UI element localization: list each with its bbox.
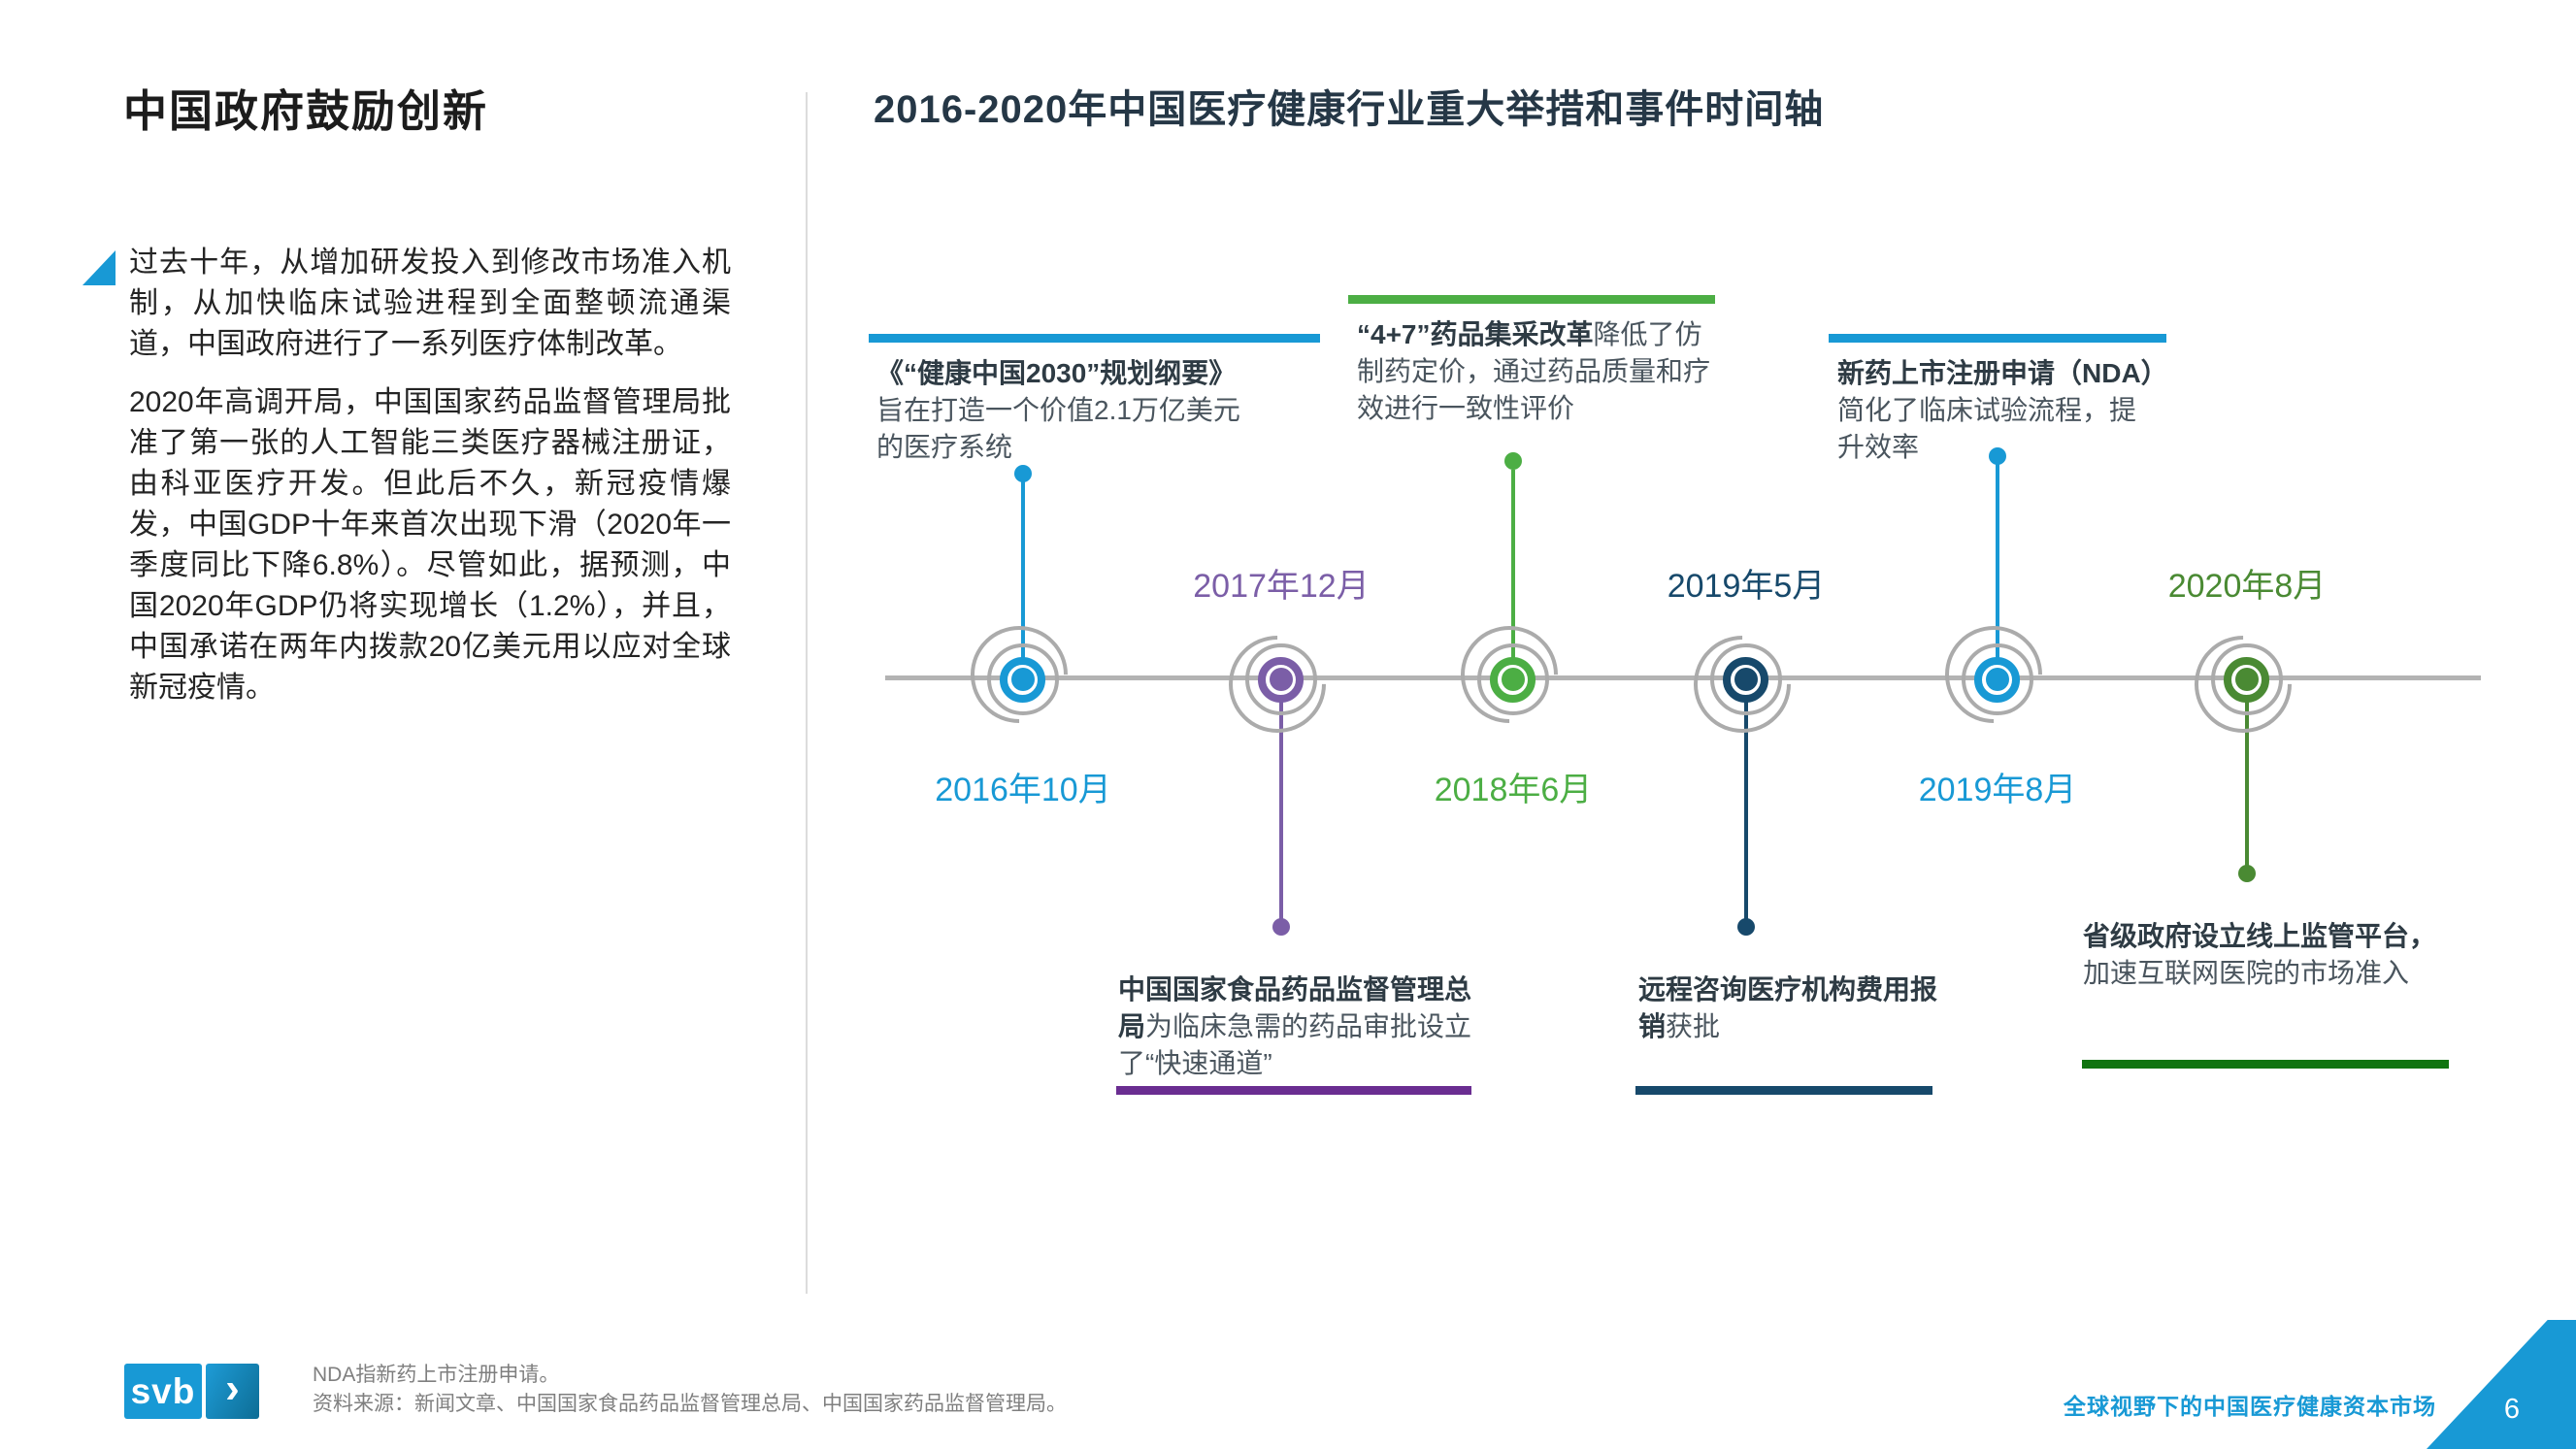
report-title: 全球视野下的中国医疗健康资本市场 — [2064, 1394, 2436, 1419]
event-annotation-bold: 远程咨询医疗机构费用报销 — [1638, 974, 1938, 1041]
event-annotation-bold: 《“健康中国2030”规划纲要》 — [876, 358, 1237, 388]
event-accent-bar — [1348, 295, 1715, 304]
triangle-bullet-icon — [83, 250, 116, 285]
event-stem — [1511, 470, 1515, 658]
node-center-dot — [1011, 668, 1035, 691]
event-annotation: 省级政府设立线上监管平台， 加速互联网医院的市场准入 — [2083, 918, 2461, 992]
stem-end-dot — [1737, 918, 1755, 936]
event-annotation-bold: “4+7”药品集采改革 — [1357, 319, 1594, 349]
stem-end-dot — [2238, 865, 2256, 882]
event-annotation: 中国国家食品药品监督管理总局为临床急需的药品审批设立了“快速通道” — [1118, 971, 1492, 1082]
corner-accent-shape — [2427, 1320, 2576, 1449]
event-annotation-bold: 省级政府设立线上监管平台， — [2083, 921, 2437, 951]
event-annotation-bold: 新药上市注册申请（NDA） — [1837, 358, 2168, 388]
page-title: 中国政府鼓励创新 — [123, 86, 489, 136]
event-stem — [1279, 701, 1283, 922]
vertical-divider — [806, 92, 808, 1294]
event-annotation-text: 为临床急需的药品审批设立了“快速通道” — [1118, 1011, 1472, 1078]
node-center-dot — [2235, 668, 2259, 691]
event-annotation-text: 降低了仿制药定价，通过药品质量和疗效进行一致性评价 — [1357, 319, 1711, 423]
event-accent-bar — [869, 334, 1320, 343]
svb-logo-wordmark: svb — [124, 1364, 202, 1419]
node-gray-ring — [2211, 643, 2283, 715]
node-gray-ring — [1962, 643, 2033, 715]
event-accent-bar — [1829, 334, 2166, 343]
node-center-dot — [1270, 668, 1293, 691]
node-center-dot — [1734, 668, 1758, 691]
event-stem — [1996, 464, 1999, 658]
event-annotation-text: 旨在打造一个价值2.1万亿美元的医疗系统 — [876, 395, 1240, 462]
event-date: 2019年8月 — [1918, 772, 2077, 808]
event-annotation: “4+7”药品集采改革降低了仿制药定价，通过药品质量和疗效进行一致性评价 — [1357, 316, 1721, 427]
node-gray-ring — [987, 643, 1059, 715]
event-accent-bar — [1635, 1086, 1932, 1095]
event-date: 2018年6月 — [1434, 772, 1593, 808]
node-center-dot — [1502, 668, 1525, 691]
event-accent-bar — [1116, 1086, 1471, 1095]
event-annotation: 《“健康中国2030”规划纲要》旨在打造一个价值2.1万亿美元的医疗系统 — [876, 355, 1265, 466]
event-annotation: 远程咨询医疗机构费用报销获批 — [1638, 971, 1954, 1045]
stem-end-dot — [1504, 452, 1522, 470]
node-gray-ring — [1245, 643, 1317, 715]
event-annotation-text: 加速互联网医院的市场准入 — [2083, 958, 2410, 988]
event-date: 2019年5月 — [1667, 568, 1826, 605]
event-date: 2020年8月 — [2167, 568, 2327, 605]
node-color-ring — [1258, 657, 1304, 703]
body-paragraph: 过去十年，从增加研发投入到修改市场准入机制，从加快临床试验进程到全面整顿流通渠道… — [129, 247, 731, 360]
stem-end-dot — [1272, 918, 1290, 936]
timeline-axis — [885, 675, 2481, 680]
event-annotation-text: 简化了临床试验流程，提升效率 — [1837, 395, 2137, 462]
event-annotation-bold: 中国国家食品药品监督管理总局 — [1118, 974, 1472, 1041]
timeline-title: 2016-2020年中国医疗健康行业重大举措和事件时间轴 — [874, 88, 1825, 131]
stem-end-dot — [1989, 447, 2006, 465]
page-number: 6 — [2503, 1394, 2520, 1425]
svb-logo-chevron-icon: › — [206, 1364, 259, 1419]
event-date: 2017年12月 — [1193, 568, 1370, 605]
footnotes: NDA指新药上市注册申请。 资料来源：新闻文章、中国国家食品药品监督管理总局、中… — [313, 1361, 1067, 1419]
node-gray-ring — [1710, 643, 1782, 715]
event-date: 2016年10月 — [935, 772, 1111, 808]
body-copy: 过去十年，从增加研发投入到修改市场准入机制，从加快临床试验进程到全面整顿流通渠道… — [129, 243, 731, 708]
body-paragraph: 2020年高调开局，中国国家药品监督管理局批准了第一张的人工智能三类医疗器械注册… — [129, 386, 731, 704]
node-color-ring — [1723, 657, 1768, 703]
footnote-line: NDA指新药上市注册申请。 — [313, 1364, 560, 1386]
event-stem — [2245, 701, 2249, 869]
event-stem — [1744, 701, 1748, 922]
node-center-dot — [1986, 668, 2009, 691]
svb-logo: svb › — [124, 1364, 259, 1419]
event-accent-bar — [2082, 1060, 2449, 1069]
event-annotation: 新药上市注册申请（NDA） 简化了临床试验流程，提升效率 — [1837, 355, 2168, 466]
node-gray-ring — [1477, 643, 1549, 715]
footnote-line: 资料来源：新闻文章、中国国家食品药品监督管理总局、中国国家药品监督管理局。 — [313, 1393, 1067, 1415]
event-stem — [1021, 481, 1025, 658]
event-annotation-text: 获批 — [1666, 1011, 1721, 1041]
stem-end-dot — [1014, 465, 1032, 482]
